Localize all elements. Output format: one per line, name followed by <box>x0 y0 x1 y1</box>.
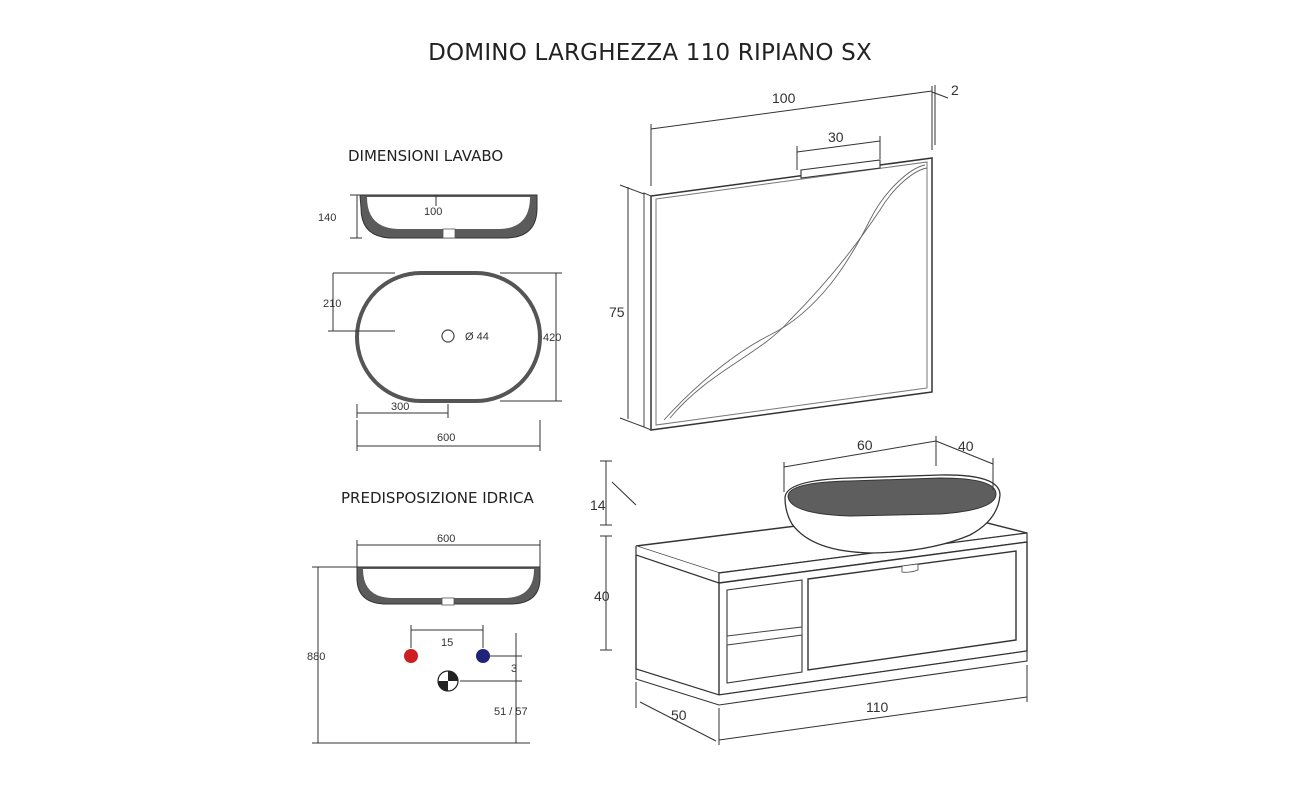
mirror-width-label: 100 <box>772 90 796 106</box>
cabinet-width-label: 110 <box>866 699 889 715</box>
drain-offset-label: 3 <box>511 663 517 675</box>
half-width-label: 300 <box>391 401 409 413</box>
mirror-thickness-label: 2 <box>951 82 959 98</box>
depth-label: 420 <box>543 332 561 344</box>
drain-icon <box>437 670 459 692</box>
tap-spacing-label: 15 <box>441 637 453 649</box>
drawing-title: DOMINO LARGHEZZA 110 RIPIANO SX <box>428 40 872 66</box>
mirror-drawing: 100 30 2 75 <box>609 82 959 431</box>
basin-center-label: 100 <box>424 206 442 218</box>
cabinet-depth-label: 50 <box>671 707 687 723</box>
cabinet-height-label: 40 <box>594 588 610 604</box>
drain-height-label: 51 / 57 <box>494 706 528 718</box>
width-label: 600 <box>437 432 455 444</box>
drain-diameter-label: Ø 44 <box>465 331 489 343</box>
cold-water-icon <box>476 649 490 663</box>
basin-top-view: Ø 44 210 420 300 600 <box>323 271 562 451</box>
vessel-height-label: 14 <box>590 497 606 513</box>
mirror-lamp <box>800 159 881 179</box>
lamp-width-label: 30 <box>828 129 844 145</box>
plumbing-heading: PREDISPOSIZIONE IDRICA <box>341 489 534 507</box>
plumbing-drawing: 600 880 15 3 51 / 57 <box>307 533 541 744</box>
basin-dimensions-heading: DIMENSIONI LAVABO <box>348 147 504 165</box>
hot-water-icon <box>404 649 418 663</box>
drawer-front <box>807 550 1017 671</box>
vessel-depth-label: 40 <box>958 438 974 454</box>
mirror-height-label: 75 <box>609 304 625 320</box>
plumbing-basin-width-label: 600 <box>437 533 455 545</box>
vessel-width-label: 60 <box>857 437 873 453</box>
basin-side-view: 140 100 <box>318 194 538 239</box>
half-depth-label: 210 <box>323 298 341 310</box>
total-height-label: 880 <box>307 651 325 663</box>
basin-height-label: 140 <box>318 212 336 224</box>
vanity-cabinet-drawing: 60 40 14 40 50 110 <box>590 436 1028 745</box>
drain-hole-icon <box>441 329 455 343</box>
